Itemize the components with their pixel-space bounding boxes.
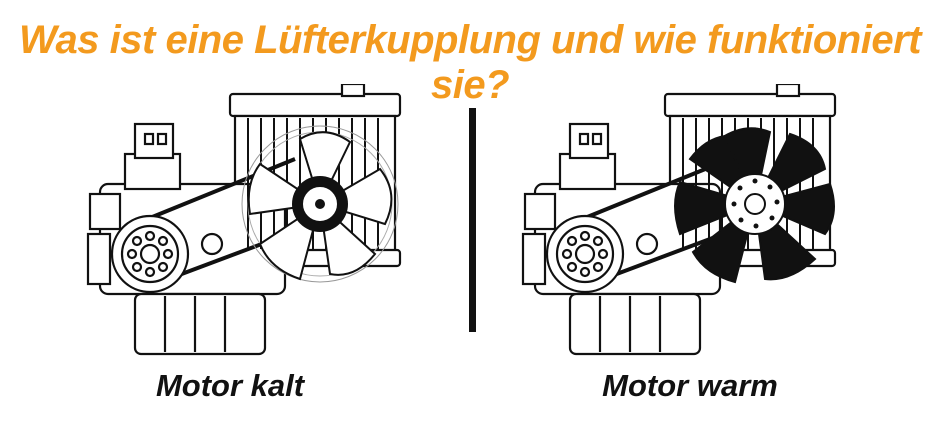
engine-warm-illustration <box>521 84 837 356</box>
oil-pan-illustration <box>133 292 267 356</box>
panel-motor-kalt <box>50 84 480 374</box>
panel-motor-warm <box>485 84 915 374</box>
fan-idle-illustration <box>241 125 399 283</box>
radiator-top-tank <box>228 92 402 118</box>
pulley-illustration <box>110 214 190 294</box>
divider <box>469 108 476 332</box>
caption-motor-kalt: Motor kalt <box>155 368 305 403</box>
pulley-illustration <box>545 214 625 294</box>
page-title: Was ist eine Lüfterkupplung und wie funk… <box>19 18 921 107</box>
radiator-top-tank <box>663 92 837 118</box>
caption-motor-warm: Motor warm <box>602 368 778 403</box>
engine-cold-illustration <box>86 84 402 356</box>
oil-pan-illustration <box>568 292 702 356</box>
fan-engaged-illustration <box>674 127 835 284</box>
